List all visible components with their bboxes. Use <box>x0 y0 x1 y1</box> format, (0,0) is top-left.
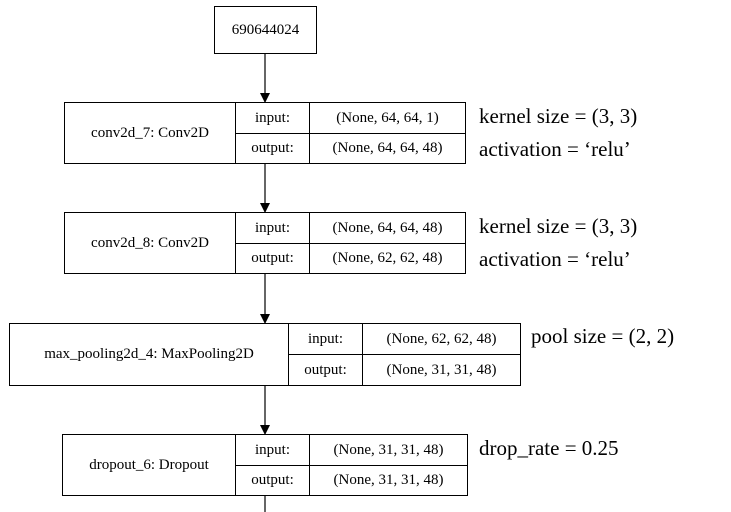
layer-node-max-pooling2d-4: max_pooling2d_4: MaxPooling2D input: (No… <box>9 323 521 386</box>
input-shape: (None, 64, 64, 48) <box>309 213 465 244</box>
input-label: input: <box>235 103 309 134</box>
annotation-pool-size: pool size = (2, 2) <box>531 324 675 348</box>
input-node: 690644024 <box>214 6 317 54</box>
output-label: output: <box>235 244 309 273</box>
input-label: input: <box>235 213 309 244</box>
layer-name: max_pooling2d_4: MaxPooling2D <box>44 346 254 362</box>
annotation-activation: activation = ‘relu’ <box>479 247 631 271</box>
output-shape: (None, 64, 64, 48) <box>309 134 465 163</box>
annotation-kernel-size: kernel size = (3, 3) <box>479 214 638 238</box>
output-label: output: <box>288 355 362 385</box>
output-label: output: <box>235 134 309 163</box>
annotation-activation: activation = ‘relu’ <box>479 137 631 161</box>
output-shape: (None, 62, 62, 48) <box>309 244 465 273</box>
layer-name: dropout_6: Dropout <box>89 456 209 473</box>
input-label: input: <box>288 324 362 355</box>
annotation-kernel-size: kernel size = (3, 3) <box>479 104 638 128</box>
layer-node-conv2d-8: conv2d_8: Conv2D input: (None, 64, 64, 4… <box>64 212 466 274</box>
output-label: output: <box>235 466 309 495</box>
layer-node-dropout-6: dropout_6: Dropout input: (None, 31, 31,… <box>62 434 468 496</box>
output-shape: (None, 31, 31, 48) <box>309 466 467 495</box>
output-shape: (None, 31, 31, 48) <box>362 355 520 385</box>
input-shape: (None, 31, 31, 48) <box>309 435 467 466</box>
input-shape: (None, 62, 62, 48) <box>362 324 520 355</box>
layer-name: conv2d_7: Conv2D <box>91 124 209 141</box>
layer-name: conv2d_8: Conv2D <box>91 234 209 251</box>
annotation-drop-rate: drop_rate = 0.25 <box>479 436 619 460</box>
input-label: input: <box>235 435 309 466</box>
input-node-label: 690644024 <box>231 21 300 38</box>
input-shape: (None, 64, 64, 1) <box>309 103 465 134</box>
layer-node-conv2d-7: conv2d_7: Conv2D input: (None, 64, 64, 1… <box>64 102 466 164</box>
